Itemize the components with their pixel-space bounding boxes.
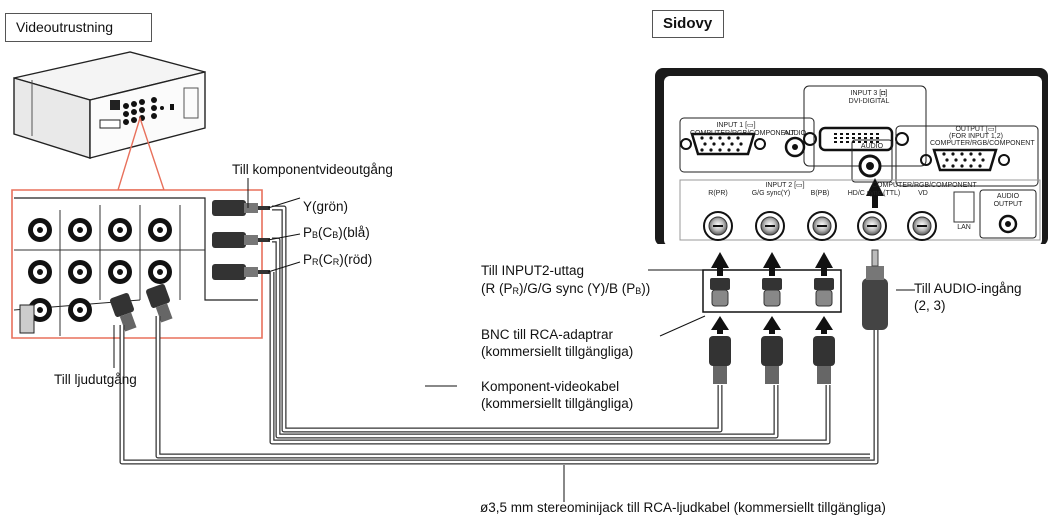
pb-blue-label: PB(CB)(blå) [303,225,370,240]
bnc-jack [755,211,785,241]
stereo-cable-label: ø3,5 mm stereominijack till RCA-ljudkabe… [480,500,886,515]
input3-label: INPUT 3 [◘] [850,90,888,97]
audio-output-label: AUDIO [996,193,1020,200]
video-equipment-device [13,51,206,191]
output-sub1-label: (FOR INPUT 1,2) [949,133,1003,140]
audio-in-label: Till AUDIO-ingång [914,281,1022,296]
video-equipment-label: Videoutrustning [5,13,152,42]
input1-label: INPUT 1 [▭] [716,122,756,129]
r-pr-label: R(PR) [708,190,728,197]
vd-label: VD [918,190,928,197]
audio-minijack-plug [862,178,888,330]
input1-sub-label: COMPUTER/RGB/COMPONENT [690,130,795,137]
input2-label: Till INPUT2-uttag [481,263,585,278]
rca-jack [28,218,52,242]
side-view-label: Sidovy [652,10,724,38]
rca-jack [108,260,132,284]
g-sync-label: G/G sync(Y) [751,190,791,197]
hd-sync-label: HD/C sync (TTL) [847,190,901,197]
bnc-jack [703,211,733,241]
dvi-label: DVI-DIGITAL [848,98,890,105]
rca-jack [68,218,92,242]
pr-red-label: PR(CR)(röd) [303,252,373,267]
adapter-column [761,252,783,384]
audio-in-numbers: (2, 3) [914,298,946,313]
component-cable-label: Komponent-videokabel [481,379,620,394]
bnc-adapter-note: (kommersiellt tillgängliga) [481,344,634,359]
component-cable-note: (kommersiellt tillgängliga) [481,396,634,411]
input2-panel-label: INPUT 2 [▭] [765,182,805,189]
bnc-jack [857,211,887,241]
bnc-jack [907,211,937,241]
bnc-adapter-label: BNC till RCA-adaptrar [481,327,614,342]
bnc-rca-adapters [702,252,842,384]
input2-signals-label: (R (PR)/G/G sync (Y)/B (PB)) [481,281,651,296]
rca-jack [28,260,52,284]
bnc-jack [807,211,837,241]
adapter-column [813,252,835,384]
component-out-label: Till komponentvideoutgång [232,162,393,177]
component-plugs-source [212,200,270,280]
output-sub2-label: COMPUTER/RGB/COMPONENT [930,140,1035,147]
rca-jack [68,298,92,322]
rca-jack [108,218,132,242]
y-green-label: Y(grön) [303,199,349,214]
audio-plugs-source [110,284,173,332]
rca-jack [68,260,92,284]
audio-output2-label: OUTPUT [993,201,1023,208]
audio1-label: AUDIO [783,130,807,137]
projector-side-panel [646,68,1052,246]
audio-out-label: Till ljudutgång [54,372,137,387]
b-pb-label: B(PB) [810,190,830,197]
rca-jack [148,218,172,242]
equipment-jacks-closeup [11,189,270,339]
input2-sub-label: COMPUTER/RGB/COMPONENT [872,182,977,189]
audio3-label: AUDIO [860,143,884,150]
output-label: OUTPUT [▭] [955,126,997,133]
lan-label: LAN [957,224,971,231]
rca-jack [148,260,172,284]
adapter-column [709,252,731,384]
